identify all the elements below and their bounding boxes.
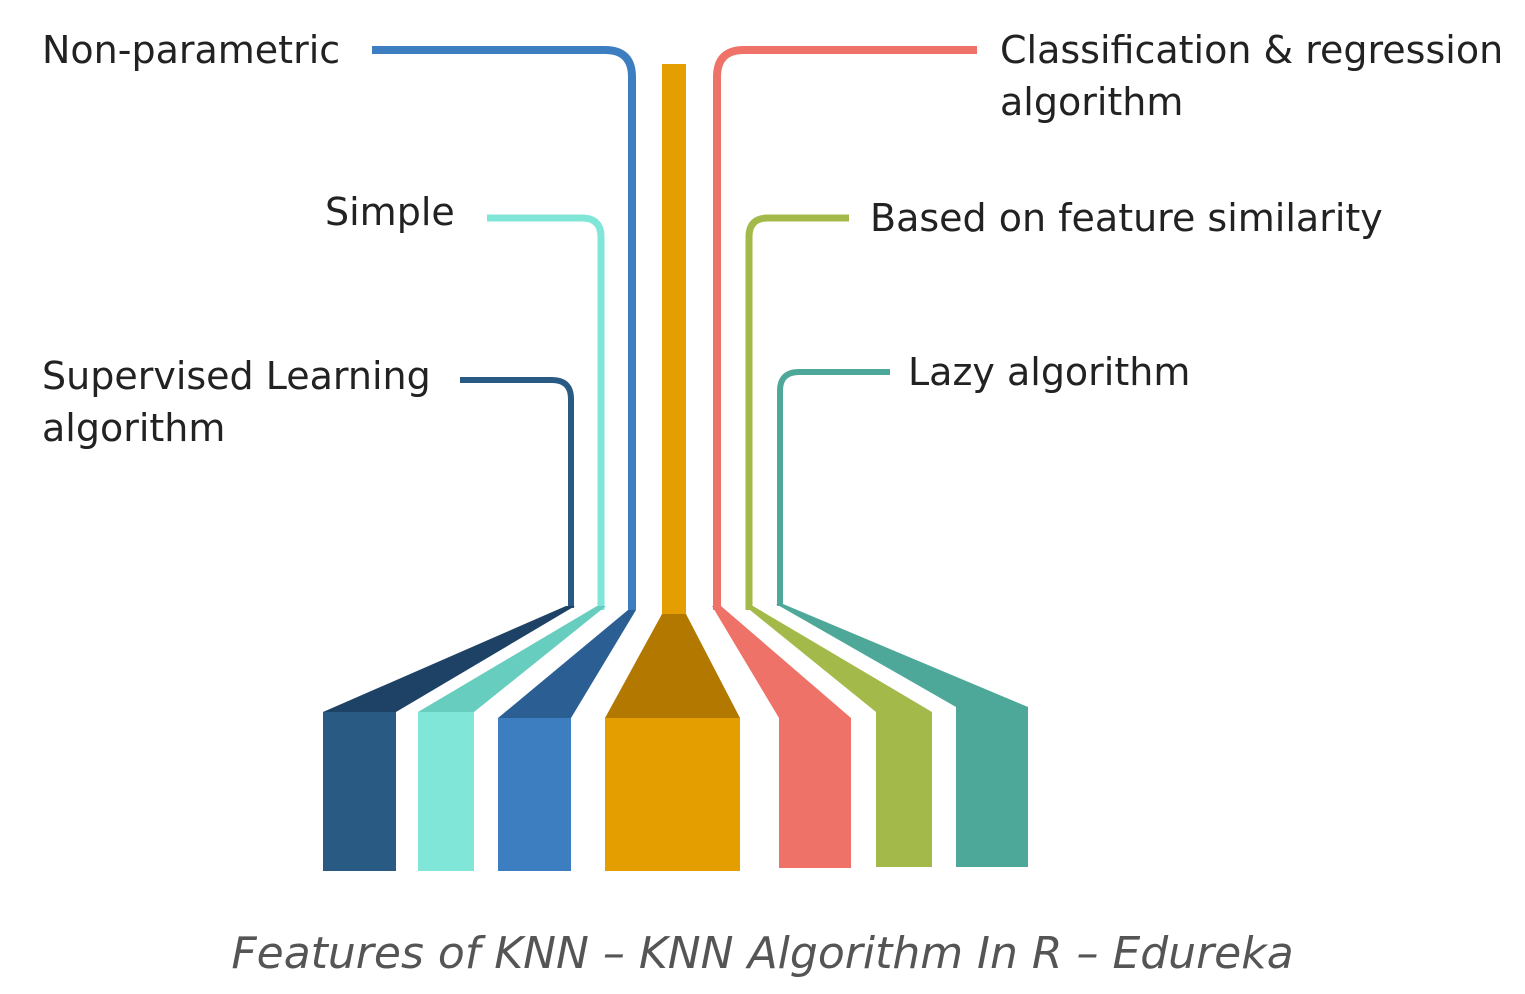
connector-feature-similarity — [745, 214, 849, 610]
base-top-supervised — [323, 606, 575, 712]
base-top-lazy — [776, 604, 1028, 707]
label-feature-similarity: Based on feature similarity — [870, 192, 1383, 244]
connector-lazy — [777, 369, 890, 606]
base-top-non-parametric — [498, 610, 636, 718]
connector-supervised — [460, 377, 574, 608]
label-line: Classification & regression — [1000, 28, 1504, 72]
label-line: Simple — [325, 190, 455, 234]
connector-non-parametric — [372, 46, 636, 610]
label-line: Supervised Learning — [42, 354, 431, 398]
base-top-classification — [712, 606, 851, 718]
label-line: Non-parametric — [42, 28, 341, 72]
label-non-parametric: Non-parametric — [42, 24, 340, 76]
label-supervised-learning: Supervised Learning algorithm — [42, 350, 431, 454]
label-line: Lazy algorithm — [908, 350, 1191, 394]
base-top-simple — [418, 606, 606, 712]
label-line: algorithm — [1000, 80, 1184, 124]
base-column-center — [605, 718, 740, 871]
base-column-simple — [418, 712, 474, 871]
connector-classification — [713, 46, 977, 610]
base-column-non-parametric — [498, 718, 571, 871]
label-line: Based on feature similarity — [870, 196, 1383, 240]
base-column-feature-similarity — [876, 712, 932, 867]
base-column-lazy — [956, 707, 1028, 867]
figure-caption: Features of KNN – KNN Algorithm In R – E… — [231, 928, 1294, 979]
base-column-classification — [779, 718, 851, 868]
label-line: algorithm — [42, 406, 226, 450]
label-lazy-algorithm: Lazy algorithm — [908, 346, 1190, 398]
label-simple: Simple — [325, 186, 455, 238]
base-top-center — [605, 614, 740, 718]
connector-simple — [487, 214, 605, 610]
center-stem — [662, 64, 686, 614]
label-classification-regression: Classification & regression algorithm — [1000, 24, 1503, 128]
base-column-supervised — [323, 712, 396, 871]
base-top-feature-similarity — [745, 606, 932, 712]
